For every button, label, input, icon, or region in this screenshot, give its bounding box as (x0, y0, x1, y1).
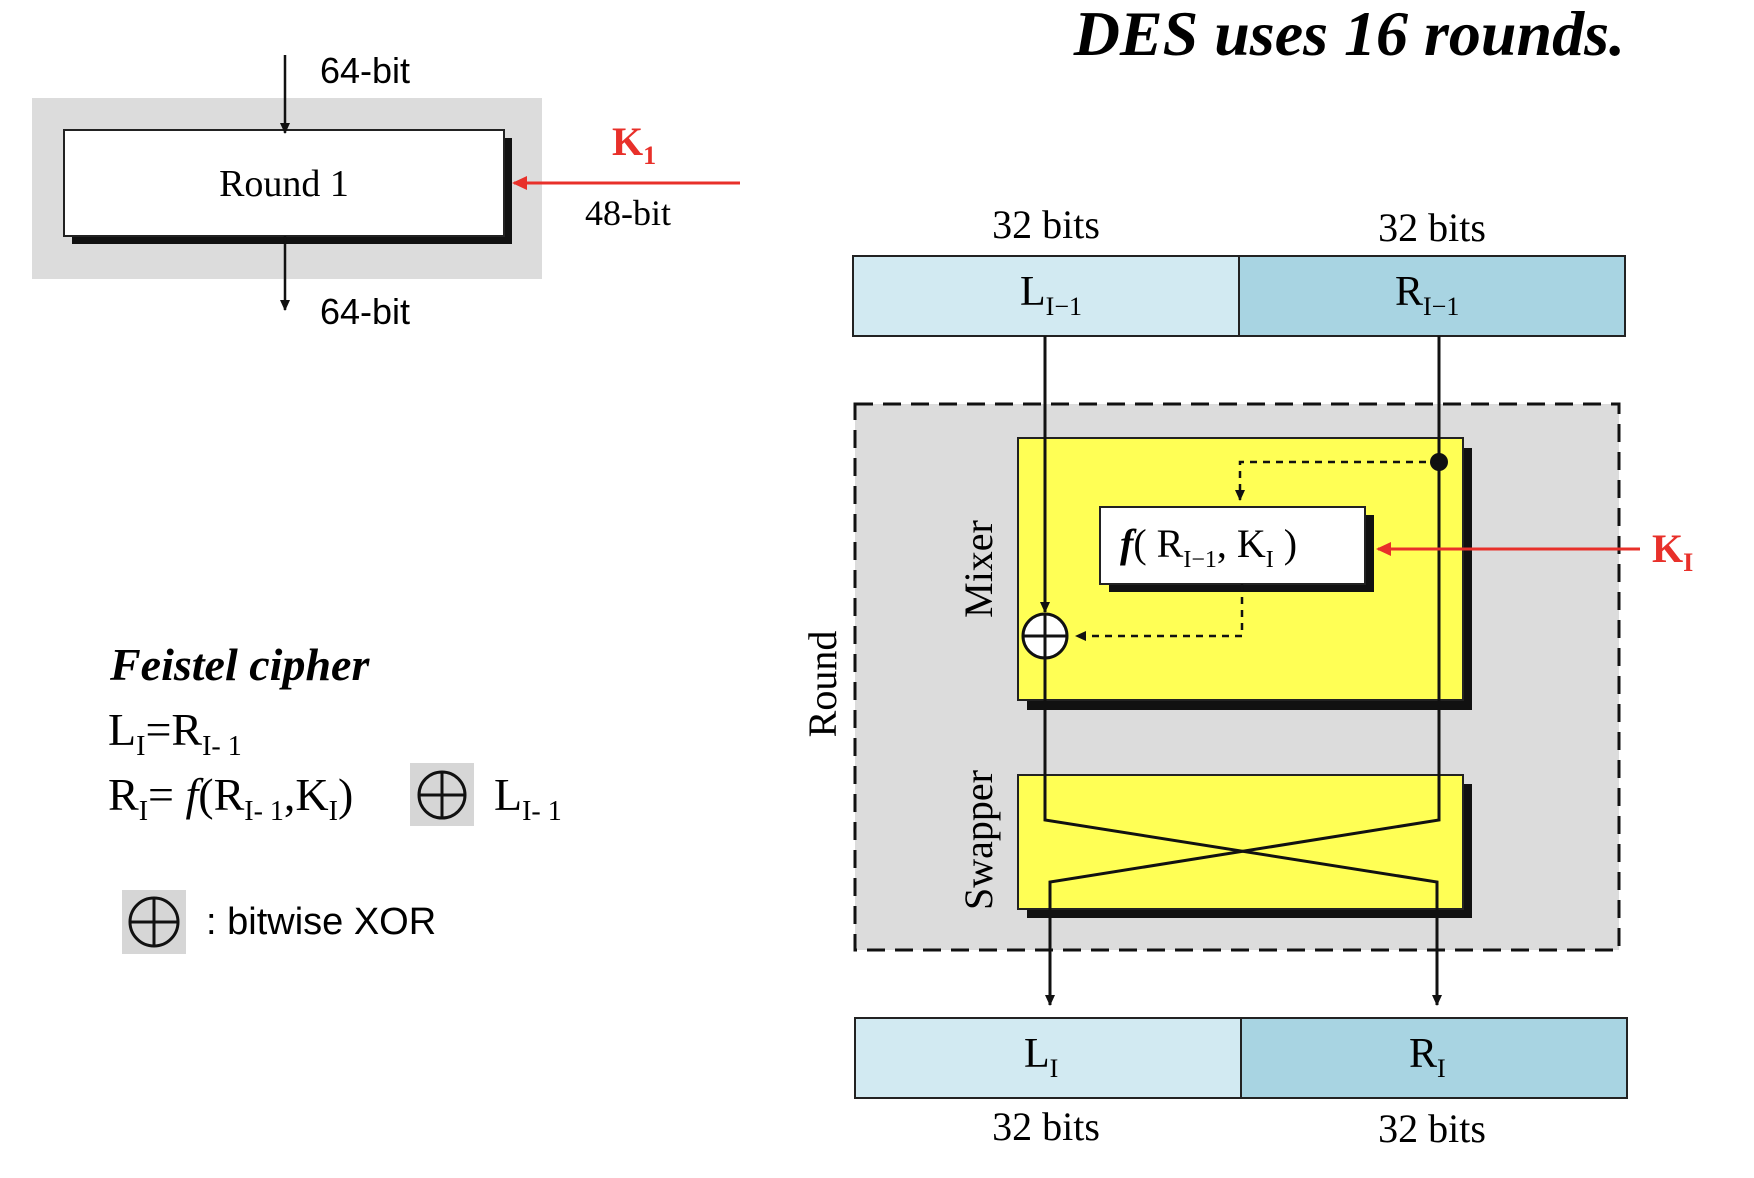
swapper-box (1017, 774, 1464, 910)
l-output-label: LI (1024, 1031, 1058, 1083)
bottom-bits-right: 32 bits (1378, 1106, 1486, 1151)
round-1-input-label: 64-bit (320, 50, 410, 91)
l-output-block (854, 1017, 1242, 1099)
bottom-bits-left: 32 bits (992, 1104, 1100, 1149)
feistel-equation-1: LI=RI- 1 (108, 704, 242, 762)
dashed-to-xor (1075, 584, 1244, 641)
round-key-label: KI (1652, 526, 1693, 577)
mixer-label: Mixer (956, 520, 1001, 618)
xor-icon (417, 770, 467, 820)
top-bits-left: 32 bits (992, 202, 1100, 247)
r-input-block (1238, 255, 1626, 337)
r-output-label: RI (1409, 1031, 1446, 1083)
feistel-heading: Feistel cipher (109, 639, 370, 690)
feistel-formulas: Feistel cipher LI=RI- 1 RI= f(RI- 1,KI) … (108, 639, 562, 954)
function-box (1099, 506, 1366, 585)
round-label: Round (800, 631, 845, 738)
feistel-equation-2-right: LI- 1 (494, 769, 562, 827)
swapper-label: Swapper (956, 770, 1001, 910)
function-label: f( RI−1, KI ) (1120, 521, 1297, 573)
mixer-xor-icon (1021, 612, 1069, 660)
xor-legend-text: : bitwise XOR (206, 901, 436, 943)
round-1-label: Round 1 (219, 163, 349, 205)
r-output-block (1240, 1017, 1628, 1099)
round-1-key-bits: 48-bit (585, 193, 671, 233)
dashed-to-function (1235, 460, 1439, 501)
des-round-diagram: 32 bits 32 bits LI−1 RI−1 Round Mixer f(… (800, 202, 1693, 1151)
feistel-equation-2-left: RI= f(RI- 1,KI) (108, 769, 353, 827)
r-input-label: RI−1 (1395, 269, 1459, 321)
xor-legend-icon (128, 896, 180, 948)
round-1-key-label: K1 (612, 119, 656, 170)
r-path-swap (1045, 336, 1441, 1006)
l-input-label: LI−1 (1020, 269, 1082, 321)
round-1-output-label: 64-bit (320, 291, 410, 332)
page-title: DES uses 16 rounds. (1073, 0, 1625, 69)
round-1-block: Round 1 64-bit 64-bit K1 48-bit (32, 50, 740, 332)
top-bits-right: 32 bits (1378, 205, 1486, 250)
